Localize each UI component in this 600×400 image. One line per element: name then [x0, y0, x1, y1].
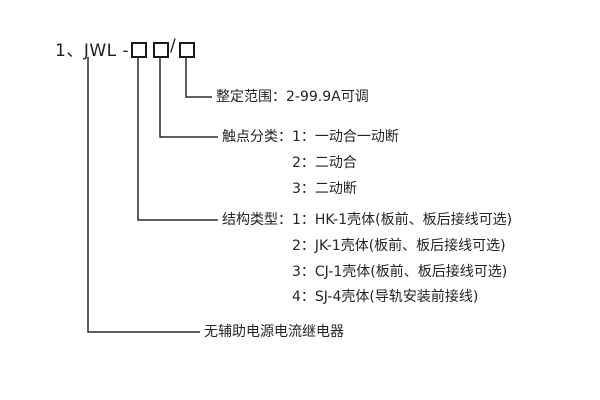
- structure-type-option-3: 3：CJ-1壳体(板前、板后接线可选): [292, 264, 508, 280]
- structure-type-option-4: 4：SJ-4壳体(导轨安装前接线): [292, 289, 479, 305]
- relay-name-label: 无辅助电源电流继电器: [204, 324, 344, 340]
- structure-type-option-2: 2：JK-1壳体(板前、板后接线可选): [292, 238, 506, 254]
- model-prefix: 1、JWL -: [55, 41, 130, 61]
- model-box-structure: [131, 42, 147, 58]
- model-box-contact: [153, 42, 169, 58]
- model-box-range: [179, 42, 195, 58]
- contact-type-heading: 触点分类：1：一动合一动断: [222, 129, 399, 145]
- structure-type-heading: 结构类型：1：HK-1壳体(板前、板后接线可选): [222, 212, 513, 228]
- contact-type-option-2: 2：二动合: [292, 155, 357, 171]
- setting-range-label: 整定范围：2-99.9A可调: [216, 89, 369, 105]
- contact-type-option-3: 3：二动断: [292, 181, 357, 197]
- model-slash: /: [170, 36, 177, 56]
